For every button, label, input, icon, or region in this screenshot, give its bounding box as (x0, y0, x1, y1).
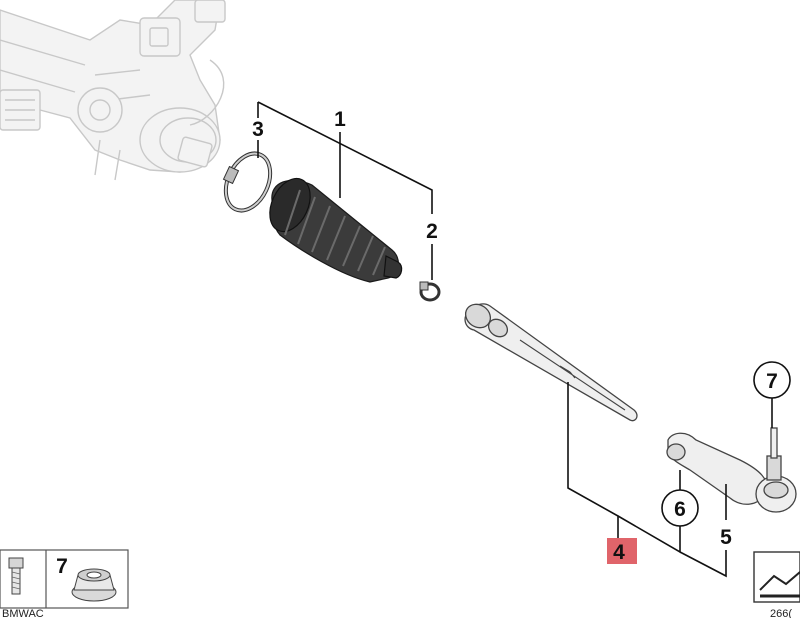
steering-rack-ghost (0, 0, 226, 181)
small-clamp-part-2 (419, 281, 441, 302)
svg-text:2: 2 (426, 220, 438, 243)
tie-rod-end-part-5 (666, 427, 797, 513)
callout-5: 5 (720, 526, 732, 549)
footer-code-left: BMWAC (2, 608, 44, 618)
hose-clamp-part-3 (222, 151, 273, 213)
bolt-icon (8, 557, 24, 595)
bellows-boot-part-1 (269, 177, 403, 283)
callout-3: 3 (252, 118, 264, 141)
svg-text:7: 7 (766, 370, 778, 393)
reference-icon-box: 266( (753, 551, 800, 620)
callout-2: 2 (426, 220, 438, 243)
flange-nut-icon (71, 568, 117, 602)
svg-text:1: 1 (334, 108, 346, 131)
svg-text:3: 3 (252, 118, 264, 141)
callout-1: 1 (334, 108, 346, 131)
svg-text:6: 6 (674, 498, 686, 521)
svg-text:4: 4 (613, 541, 625, 564)
callout-6-circled: 6 (661, 489, 699, 527)
footer-code-right: 266( (770, 608, 792, 618)
hardware-legend-box: 7 BMWAC (0, 549, 129, 620)
tie-rod-part-4 (464, 303, 638, 422)
svg-text:5: 5 (720, 526, 732, 549)
leader-lines (257, 101, 773, 578)
callout-7-circled: 7 (753, 361, 791, 399)
svg-text:7: 7 (56, 555, 68, 578)
callout-4-highlighted: 4 (607, 538, 637, 564)
